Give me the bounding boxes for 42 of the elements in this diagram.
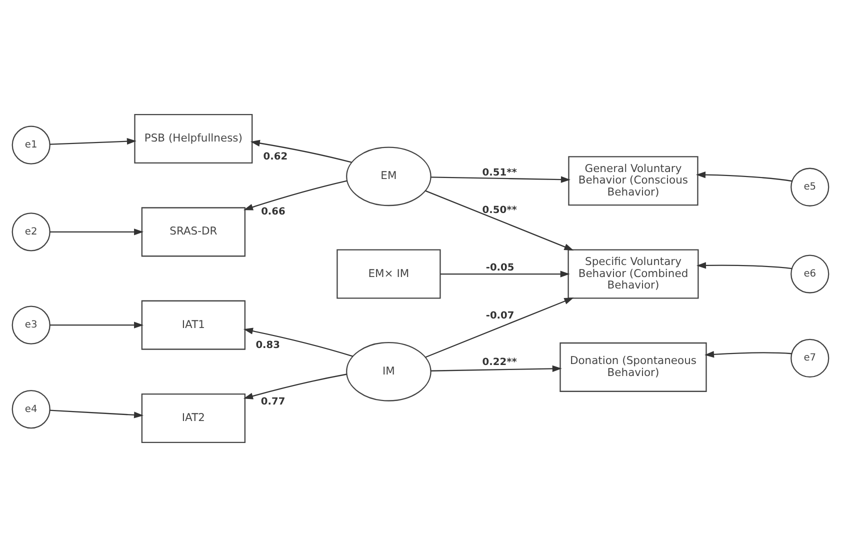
- arrow: [50, 138, 136, 145]
- node-circle: e7: [790, 338, 830, 378]
- node-box: IAT2: [141, 393, 246, 443]
- arrow: [50, 410, 144, 418]
- node-ellipse: IM: [346, 342, 432, 402]
- node-circle: e6: [790, 254, 830, 294]
- edge-label: 0.77: [260, 396, 286, 408]
- arrow: [50, 322, 144, 328]
- arrow: [243, 180, 348, 210]
- edge-label: 0.50**: [482, 204, 517, 216]
- arrow: [440, 270, 570, 278]
- node-box: Donation (Spontaneous Behavior): [560, 342, 707, 392]
- edge-label: 0.66: [261, 206, 286, 218]
- arrow: [243, 374, 347, 400]
- node-circle: e4: [12, 390, 50, 429]
- arrow: [50, 228, 144, 236]
- node-circle: e5: [790, 168, 830, 206]
- node-box: Specific Voluntary Behavior (Combined Behavior): [568, 249, 699, 299]
- arrow: [425, 298, 574, 358]
- node-ellipse: EM: [346, 146, 432, 206]
- edge-label: 0.83: [256, 340, 280, 352]
- arrow: [250, 140, 352, 163]
- node-box: General Voluntary Behavior (Conscious Behavior): [568, 156, 698, 206]
- node-circle: e1: [12, 126, 50, 164]
- arrow: [704, 351, 792, 358]
- node-circle: e2: [12, 212, 50, 252]
- arrow: [431, 176, 570, 183]
- arrow: [243, 328, 354, 357]
- node-box: EM× IM: [336, 249, 441, 299]
- arrow: [425, 190, 574, 250]
- edge-label: 0.22**: [482, 357, 517, 368]
- edge-label: 0.51**: [482, 167, 517, 178]
- arrow: [431, 365, 562, 372]
- node-box: SRAS-DR: [141, 207, 246, 257]
- edge-label: -0.07: [486, 310, 514, 322]
- edge-label: 0.62: [263, 152, 288, 163]
- arrow: [696, 172, 792, 182]
- edge-label: -0.05: [486, 262, 514, 274]
- node-box: PSB (Helpfullness): [134, 114, 253, 164]
- node-box: IAT1: [141, 300, 246, 350]
- node-circle: e3: [12, 306, 50, 344]
- arrow: [696, 262, 792, 270]
